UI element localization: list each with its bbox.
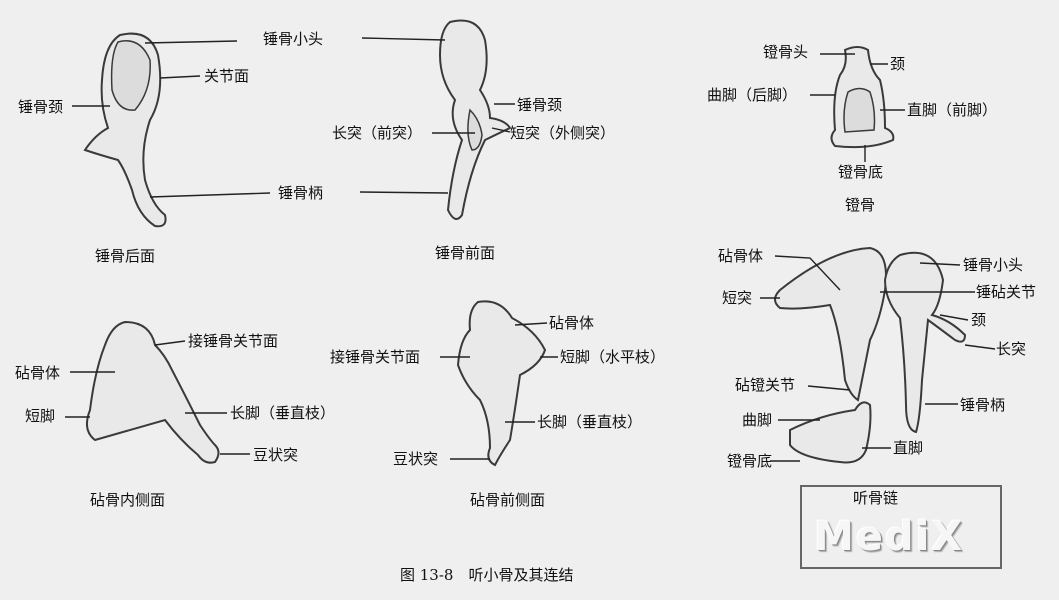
figure-caption: 图 13-8 听小骨及其连结 <box>400 566 574 584</box>
label-lenticular-process-2: 豆状突 <box>393 450 439 468</box>
label-stapes-neck: 颈 <box>890 55 906 73</box>
chain-malleus-bone <box>883 251 967 434</box>
label-malleus-neck-anterior: 锤骨颈 <box>517 96 563 114</box>
label-chain-incudostapedial-joint: 砧镫关节 <box>735 376 796 394</box>
label-stapes-posterior-crus: 曲脚（后脚） <box>707 86 798 104</box>
label-chain-neck: 颈 <box>971 311 987 329</box>
caption-malleus-posterior: 锤骨后面 <box>95 247 156 265</box>
label-long-process: 长突（前突） <box>332 124 423 142</box>
label-incus-short-crus: 短脚 <box>25 407 56 425</box>
label-manubrium: 锤骨柄 <box>278 184 324 202</box>
caption-ossicular-chain: 听骨链 <box>853 489 899 507</box>
caption-incus-anterolateral: 砧骨前侧面 <box>470 491 546 509</box>
caption-incus-medial: 砧骨内侧面 <box>90 491 166 509</box>
incus-anterolateral-bone <box>456 300 547 467</box>
label-incus-body-2: 砧骨体 <box>549 314 595 332</box>
stapes-obturator-foramen <box>843 87 876 133</box>
label-malleus-neck-posterior: 锤骨颈 <box>18 98 64 116</box>
watermark-logo: MediX <box>814 514 965 560</box>
label-incus-long-crus: 长脚（垂直枝） <box>230 404 336 422</box>
label-articular-surface: 关节面 <box>204 67 250 85</box>
label-chain-malleus-head: 锤骨小头 <box>963 256 1024 274</box>
watermark-box <box>800 485 1002 569</box>
label-chain-base: 镫骨底 <box>727 452 773 470</box>
label-chain-incus-body: 砧骨体 <box>718 247 764 265</box>
label-chain-posterior-crus: 曲脚 <box>742 411 773 429</box>
label-chain-incudomalleolar-joint: 锤砧关节 <box>976 283 1037 301</box>
label-incus-body: 砧骨体 <box>15 364 61 382</box>
label-incus-articular-surface-2: 接锤骨关节面 <box>330 348 421 366</box>
leader-lines <box>65 37 996 462</box>
label-incus-long-crus-2: 长脚（垂直枝） <box>537 413 643 431</box>
label-incus-articular-surface: 接锤骨关节面 <box>188 332 279 350</box>
label-chain-short-process: 短突 <box>722 289 753 307</box>
label-malleus-head: 锤骨小头 <box>263 30 324 48</box>
label-stapes-anterior-crus: 直脚（前脚） <box>907 101 998 119</box>
label-stapes-base: 镫骨底 <box>838 163 884 181</box>
caption-malleus-anterior: 锤骨前面 <box>435 244 496 262</box>
malleus-articular-facet <box>110 40 151 111</box>
label-short-process: 短突（外侧突） <box>510 124 616 142</box>
label-incus-short-crus-2: 短脚（水平枝） <box>560 348 666 366</box>
caption-stapes: 镫骨 <box>845 196 876 214</box>
chain-incus-bone <box>774 246 887 402</box>
label-chain-long-process: 长突 <box>996 340 1027 358</box>
label-chain-anterior-crus: 直脚 <box>893 439 924 457</box>
chain-stapes-bone <box>789 401 872 464</box>
label-stapes-head: 镫骨头 <box>763 43 809 61</box>
label-chain-manubrium: 锤骨柄 <box>960 396 1006 414</box>
incus-medial-bone <box>85 320 220 464</box>
label-lenticular-process: 豆状突 <box>253 446 299 464</box>
